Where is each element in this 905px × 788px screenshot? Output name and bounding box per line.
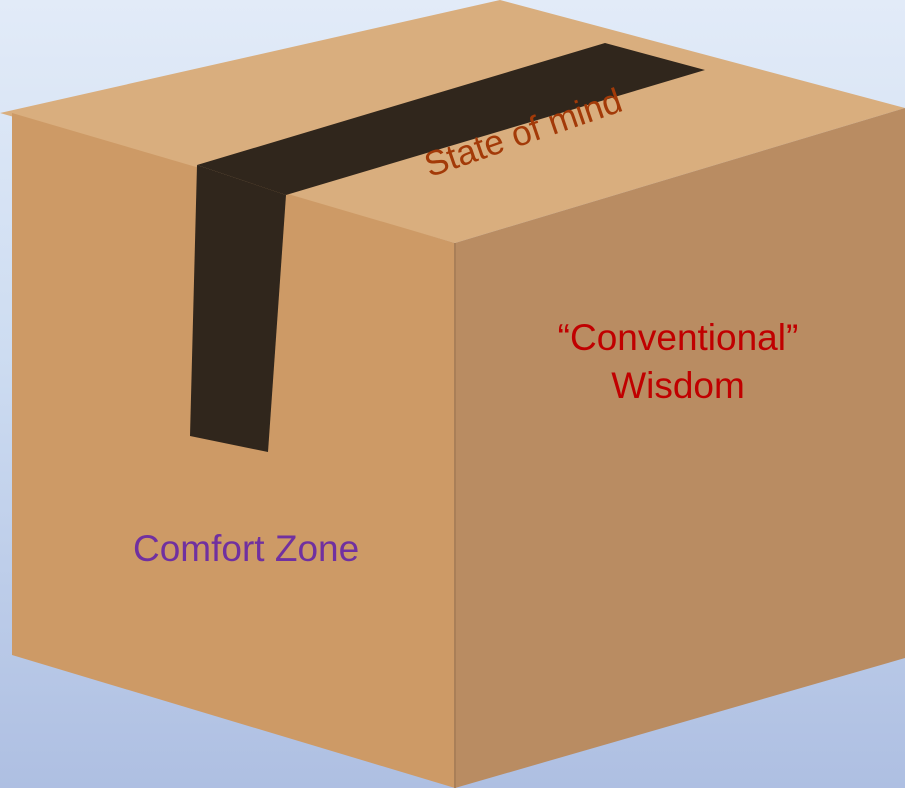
right-face-label-line2: Wisdom bbox=[498, 362, 858, 410]
left-face-label: Comfort Zone bbox=[133, 530, 359, 567]
right-face-label: “Conventional” Wisdom bbox=[498, 314, 858, 410]
right-face-label-line1: “Conventional” bbox=[498, 314, 858, 362]
